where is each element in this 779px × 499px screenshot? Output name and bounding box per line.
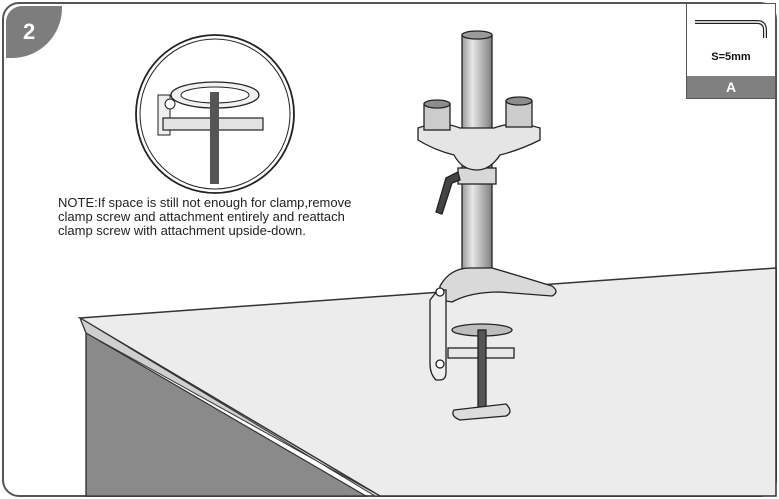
tool-letter: A [687, 76, 775, 98]
allen-key-icon [695, 20, 767, 38]
clamp-knob [452, 403, 511, 421]
arm-hub [417, 123, 541, 171]
clamp-bar [429, 289, 447, 381]
clamp-screw [477, 329, 487, 409]
note-text: NOTE:If space is still not enough for cl… [58, 195, 352, 238]
tool-size-label: S=5mm [711, 51, 751, 63]
detail-screw [210, 92, 219, 184]
step-number: 2 [23, 19, 36, 44]
desk [77, 267, 777, 497]
tool-panel: S=5mm A [686, 3, 776, 99]
detail-callout [135, 34, 295, 194]
clamp-base [439, 267, 557, 303]
tension-handle [435, 171, 461, 215]
monitor-stand [417, 30, 557, 421]
